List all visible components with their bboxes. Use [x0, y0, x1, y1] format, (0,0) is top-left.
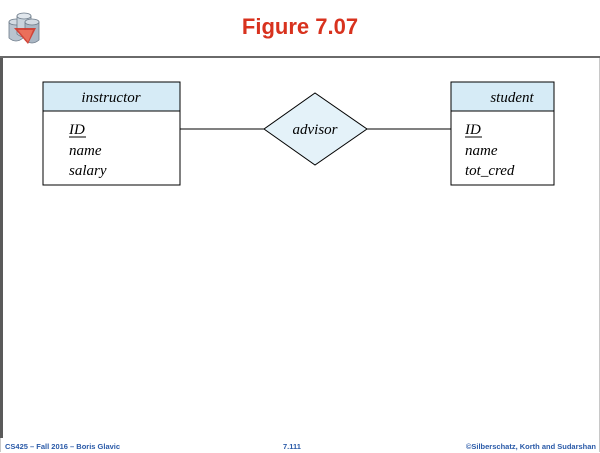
- entity-instructor-attribute-name: name: [69, 143, 102, 159]
- entity-instructor-title: instructor: [81, 90, 140, 106]
- relationship-diamond: [263, 92, 368, 166]
- entity-student-header: [450, 81, 555, 112]
- database-cylinders-icon: [6, 8, 42, 48]
- relationship-label: advisor: [293, 122, 338, 138]
- entity-instructor-primary-key: ID: [68, 122, 85, 138]
- entity-instructor: instructor ID name salary: [42, 81, 181, 186]
- entity-student-attribute-name: name: [465, 143, 498, 159]
- relationship-advisor: advisor: [263, 92, 368, 166]
- slide-footer: CS425 – Fall 2016 – Boris Glavic 7.111 ©…: [0, 439, 600, 453]
- entity-instructor-header: [42, 81, 181, 112]
- footer-copyright: ©Silberschatz, Korth and Sudarshan: [465, 442, 596, 451]
- entity-instructor-attribute-salary: salary: [69, 163, 107, 179]
- entity-student: student ID name tot_cred: [450, 81, 555, 186]
- left-accent-rule: [0, 58, 3, 438]
- slide-header: Figure 7.07: [0, 0, 600, 58]
- entity-student-attribute-tot-cred: tot_cred: [465, 163, 515, 179]
- footer-page-number: 7.111: [283, 442, 301, 451]
- footer-course: CS425 – Fall 2016 – Boris Glavic: [5, 442, 121, 451]
- slide-title: Figure 7.07: [241, 14, 359, 39]
- entity-student-title: student: [490, 90, 534, 106]
- entity-student-primary-key: ID: [464, 122, 481, 138]
